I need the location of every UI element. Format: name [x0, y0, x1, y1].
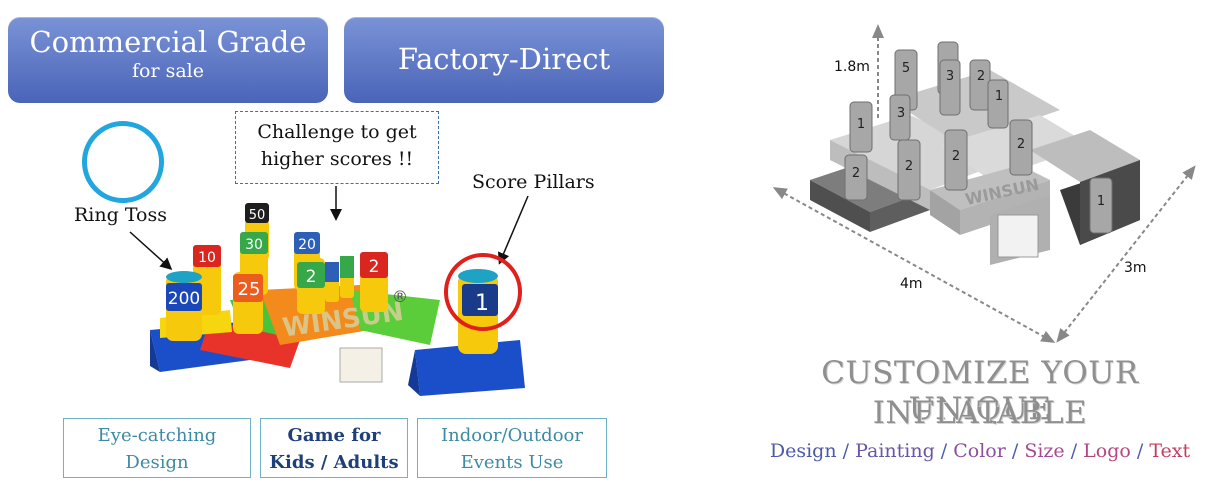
- ring-toss-label: Ring Toss: [74, 204, 167, 226]
- diagram-product-label: [997, 214, 1039, 258]
- feature-eye-catching: Eye-catching Design: [63, 418, 251, 478]
- factory-direct-title: Factory-Direct: [397, 42, 611, 76]
- commercial-grade-title: Commercial Grade: [29, 25, 307, 59]
- pillar-number-2a: 2: [306, 267, 317, 287]
- challenge-line-2: higher scores !!: [260, 148, 414, 170]
- diagram-pillar-2d: 2: [905, 159, 913, 174]
- width-dimension-line: [1056, 165, 1196, 343]
- feature-eye-catching-line-2: Design: [125, 452, 189, 473]
- pillar-number-50: 50: [249, 208, 266, 223]
- diagram-pillars: [844, 41, 1113, 234]
- option-painting: Painting: [855, 440, 935, 462]
- diagram-pillar-2e: 2: [852, 166, 860, 181]
- pillar-number-20: 20: [298, 237, 316, 253]
- diagram-pillar-2a: 2: [977, 69, 985, 84]
- option-separator: /: [836, 440, 856, 462]
- pillar-number-25: 25: [238, 279, 261, 300]
- feature-kids-adults-line-1: Game for: [287, 425, 381, 446]
- length-label: 4m: [900, 276, 923, 292]
- diagram-pillar-3b: 3: [897, 106, 905, 121]
- width-label: 3m: [1124, 260, 1147, 276]
- option-logo: Logo: [1083, 440, 1131, 462]
- customize-title-line-2: INFLATABLE: [872, 395, 1088, 431]
- commercial-grade-banner: Commercial Grade for sale: [8, 17, 328, 103]
- challenge-callout: Challenge to get higher scores !!: [235, 111, 439, 184]
- factory-direct-banner: Factory-Direct: [344, 17, 664, 103]
- feature-indoor-outdoor: Indoor/Outdoor Events Use: [417, 418, 607, 478]
- feature-kids-adults-line-2: Kids / Adults: [269, 452, 399, 473]
- option-separator: /: [1064, 440, 1084, 462]
- ring-toss-arrow: [129, 231, 173, 271]
- option-separator: /: [934, 440, 954, 462]
- diagram-pillar-1b: 1: [857, 117, 865, 132]
- product-label-sticker: [339, 347, 383, 383]
- orange-base: [260, 285, 370, 345]
- challenge-line-1: Challenge to get: [257, 121, 417, 143]
- diagram-pillar-5: 5: [902, 61, 910, 76]
- score-pillars-label: Score Pillars: [472, 171, 595, 193]
- option-color: Color: [953, 440, 1006, 462]
- ring-toss-ring-icon: [82, 121, 164, 203]
- diagram-pillar-1a: 1: [995, 89, 1003, 104]
- option-text: Text: [1149, 440, 1191, 462]
- commercial-grade-subtitle: for sale: [132, 60, 204, 82]
- length-dimension-line: [772, 187, 1056, 343]
- score-pillar-highlight-circle: [444, 253, 522, 331]
- score-pillars-arrow: [497, 195, 529, 265]
- feature-kids-adults: Game for Kids / Adults: [260, 418, 408, 478]
- feature-eye-catching-line-1: Eye-catching: [97, 425, 217, 446]
- pillar-number-10: 10: [198, 250, 216, 266]
- feature-indoor-outdoor-line-2: Events Use: [460, 452, 564, 473]
- pillar-number-200: 200: [168, 289, 200, 309]
- dimension-diagram: 1.8m 4m 3m WINSUN 5 3 2 1 3 2 1 2: [772, 24, 1196, 343]
- diagram-pillar-1c: 1: [1097, 194, 1105, 209]
- customize-options: Design / Painting / Color / Size / Logo …: [745, 440, 1212, 462]
- pillar-number-30: 30: [245, 237, 263, 253]
- customize-title-line-1: CUSTOMIZE YOUR UNIQUE: [821, 355, 1139, 427]
- pillar-number-2b: 2: [369, 257, 380, 277]
- feature-indoor-outdoor-line-1: Indoor/Outdoor: [441, 425, 583, 446]
- diagram-pillar-3a: 3: [946, 69, 954, 84]
- height-label: 1.8m: [834, 59, 870, 75]
- pillar-number-1: 1: [475, 291, 489, 316]
- registered-mark: ®: [392, 287, 408, 306]
- diagram-pillar-2c: 2: [952, 149, 960, 164]
- diagram-pillar-2b: 2: [1017, 137, 1025, 152]
- option-design: Design: [769, 440, 837, 462]
- option-size: Size: [1024, 440, 1065, 462]
- option-separator: /: [1005, 440, 1025, 462]
- blue-base-right: [415, 340, 525, 396]
- ring-toss-inflatable-illustration: WINSUN ® 50 10 30 20 25 2 2 200 1: [129, 186, 529, 396]
- option-separator: /: [1130, 440, 1150, 462]
